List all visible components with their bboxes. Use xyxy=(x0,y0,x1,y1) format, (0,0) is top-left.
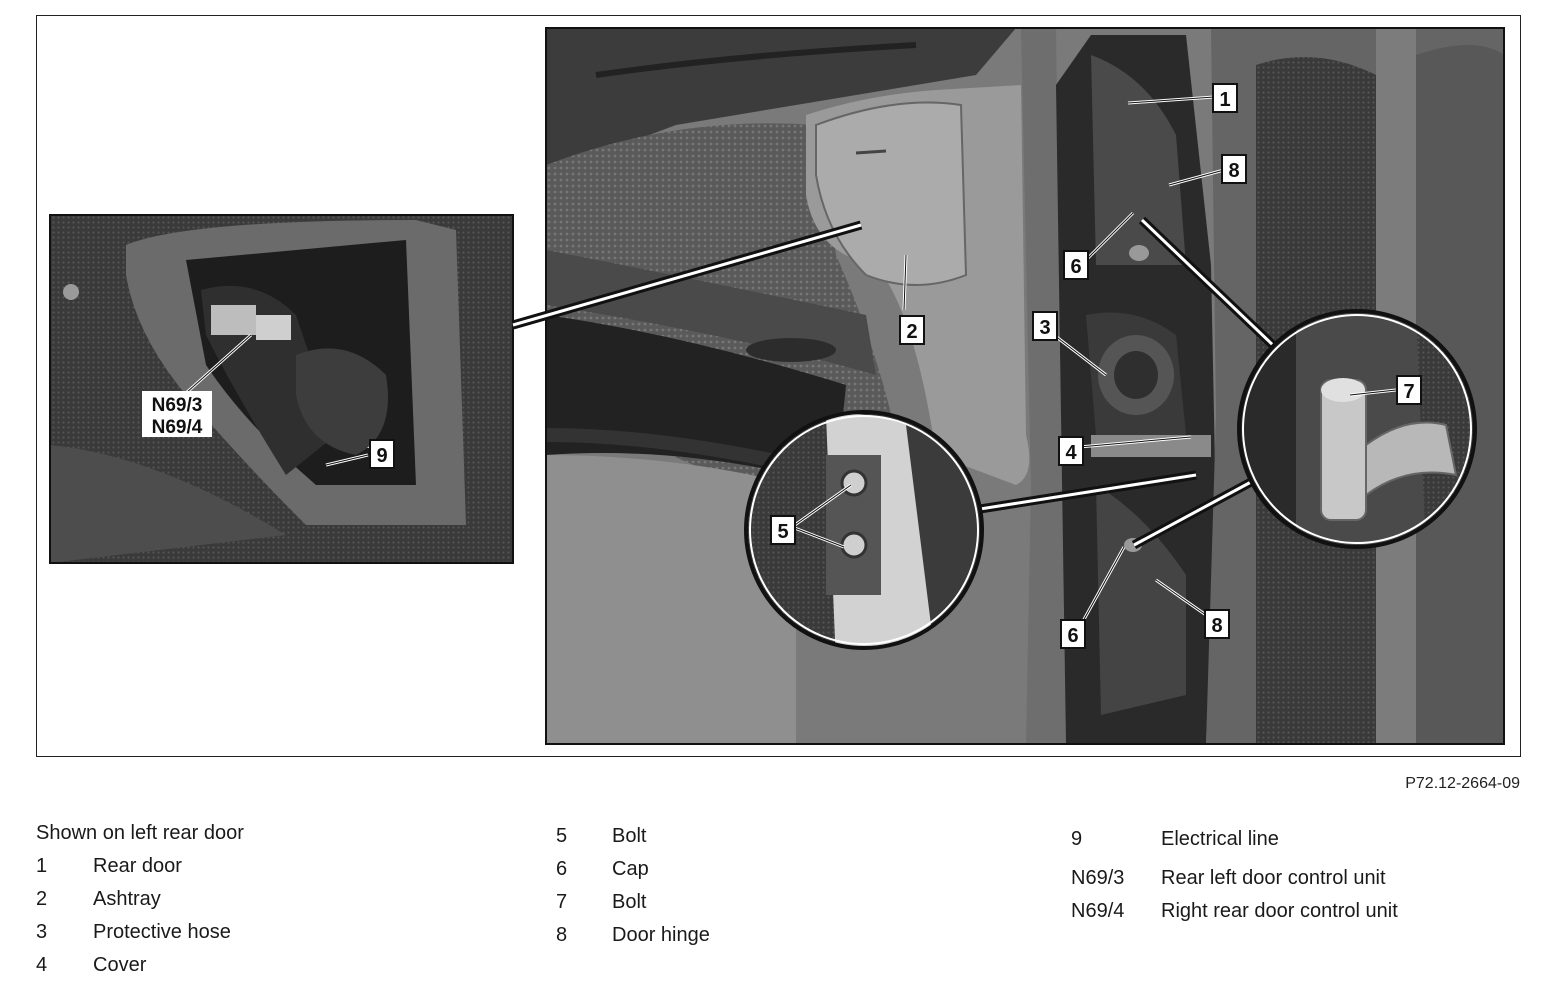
legend-number: 3 xyxy=(36,921,48,943)
legend-label: Door hinge xyxy=(612,924,710,946)
legend-label: Protective hose xyxy=(93,921,231,943)
legend-number: N69/4 xyxy=(1071,900,1125,922)
svg-text:8: 8 xyxy=(1228,160,1239,182)
legend-number: 5 xyxy=(556,825,568,847)
leader-lines-outline xyxy=(185,96,1397,624)
callout-n69-labels: N69/3 N69/4 xyxy=(142,391,212,438)
legend-column-1: Shown on left rear door 1 Rear door 2 As… xyxy=(36,820,244,985)
callout-n69-4: N69/4 xyxy=(152,417,203,438)
figure-frame xyxy=(36,15,1521,757)
callout-6-top: 6 xyxy=(1063,250,1089,280)
legend-label: Rear door xyxy=(93,855,182,877)
callout-1: 1 xyxy=(1212,83,1238,113)
legend-item: 8 Door hinge xyxy=(556,922,710,955)
legend-label: Bolt xyxy=(612,825,647,847)
legend-number: 4 xyxy=(36,954,48,976)
legend-number: 2 xyxy=(36,888,48,910)
legend-number: 8 xyxy=(556,924,568,946)
svg-text:3: 3 xyxy=(1039,317,1050,339)
svg-text:6: 6 xyxy=(1067,625,1078,647)
callout-3: 3 xyxy=(1032,311,1058,341)
svg-text:2: 2 xyxy=(906,321,917,343)
svg-text:5: 5 xyxy=(777,521,788,543)
legend-label: Bolt xyxy=(612,891,647,913)
legend-number: 6 xyxy=(556,858,568,880)
legend-item: 2 Ashtray xyxy=(36,886,244,919)
diagram: 1 8 6 3 2 4 5 6 8 7 9 N69/3 N69 xyxy=(49,27,1505,745)
legend-label: Ashtray xyxy=(93,888,161,910)
svg-text:1: 1 xyxy=(1219,89,1230,111)
main-photo xyxy=(546,28,1504,744)
legend-label: Right rear door control unit xyxy=(1161,900,1398,922)
legend-item: 4 Cover xyxy=(36,952,244,985)
legend-label: Electrical line xyxy=(1161,828,1279,850)
callout-9: 9 xyxy=(369,439,395,469)
legend-item: 9 Electrical line xyxy=(1071,826,1398,865)
callout-5: 5 xyxy=(770,515,796,545)
legend-item: 3 Protective hose xyxy=(36,919,244,952)
callout-6-bottom: 6 xyxy=(1060,619,1086,649)
legend-label: Rear left door control unit xyxy=(1161,867,1386,889)
legend-number: 9 xyxy=(1071,828,1083,850)
svg-text:9: 9 xyxy=(376,445,387,467)
figure-reference: P72.12-2664-09 xyxy=(1405,775,1520,792)
legend-item: N69/4 Right rear door control unit xyxy=(1071,898,1398,931)
callout-8-bottom: 8 xyxy=(1204,609,1230,639)
legend-item: N69/3 Rear left door control unit xyxy=(1071,865,1398,898)
legend-number: 1 xyxy=(36,855,48,877)
legend-heading: Shown on left rear door xyxy=(36,822,244,844)
legend-item: 5 Bolt xyxy=(556,823,710,856)
callout-n69-3: N69/3 xyxy=(152,395,203,416)
legend-column-3: 9 Electrical line N69/3 Rear left door c… xyxy=(1071,826,1398,931)
legend-item: 1 Rear door xyxy=(36,853,244,886)
svg-text:7: 7 xyxy=(1403,381,1414,403)
svg-text:8: 8 xyxy=(1211,615,1222,637)
legend-label: Cover xyxy=(93,954,147,976)
legend-item: 7 Bolt xyxy=(556,889,710,922)
callout-7: 7 xyxy=(1396,375,1422,405)
inset-photo xyxy=(50,215,513,563)
legend-label: Cap xyxy=(612,858,649,880)
legend-number: 7 xyxy=(556,891,568,913)
svg-text:4: 4 xyxy=(1065,442,1077,464)
legend-number: N69/3 xyxy=(1071,867,1125,889)
callout-4: 4 xyxy=(1058,436,1084,466)
callout-2: 2 xyxy=(899,315,925,345)
callout-8-top: 8 xyxy=(1221,154,1247,184)
legend-column-2: 5 Bolt 6 Cap 7 Bolt 8 Door hinge xyxy=(556,823,710,955)
legend-item: 6 Cap xyxy=(556,856,710,889)
svg-text:6: 6 xyxy=(1070,256,1081,278)
